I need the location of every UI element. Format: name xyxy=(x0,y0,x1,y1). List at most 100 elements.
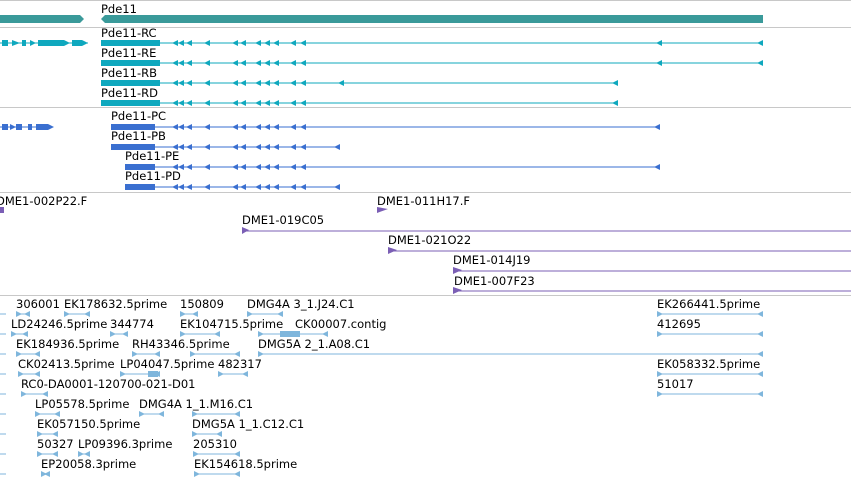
est-feature[interactable] xyxy=(41,471,50,477)
est-feature[interactable] xyxy=(218,371,248,377)
est-label[interactable]: EK057150.5prime xyxy=(37,417,141,431)
est-feature[interactable] xyxy=(16,311,30,317)
protein-pc[interactable] xyxy=(111,124,660,130)
clone-feature[interactable] xyxy=(242,227,851,234)
est-feature[interactable] xyxy=(18,371,40,377)
est-glyph-rows xyxy=(0,311,763,477)
est-label[interactable]: DMG5A 2_1.A08.C1 xyxy=(258,337,371,351)
est-feature[interactable] xyxy=(120,371,160,377)
est-feature[interactable] xyxy=(657,391,763,397)
est-feature[interactable] xyxy=(37,451,58,457)
protein-pe[interactable] xyxy=(125,164,660,170)
est-feature[interactable] xyxy=(37,431,58,437)
transcript-re[interactable] xyxy=(101,60,763,66)
est-label[interactable]: 205310 xyxy=(193,437,237,451)
est-label[interactable]: 482317 xyxy=(218,357,262,371)
transcript-label[interactable]: Pde11-RB xyxy=(101,66,157,80)
gene-label[interactable]: Pde11 xyxy=(101,2,137,16)
est-feature[interactable] xyxy=(132,351,160,357)
est-label[interactable]: EP20058.3prime xyxy=(41,457,137,471)
clone-feature[interactable] xyxy=(377,207,388,213)
est-feature[interactable] xyxy=(247,311,283,317)
est-label[interactable]: 412695 xyxy=(657,317,701,331)
est-feature[interactable] xyxy=(11,331,28,337)
track-separator xyxy=(0,27,851,28)
est-feature[interactable] xyxy=(110,331,128,337)
est-label[interactable]: LP09396.3prime xyxy=(78,437,173,451)
est-label[interactable]: EK154618.5prime xyxy=(194,457,298,471)
est-label[interactable]: LP05578.5prime xyxy=(35,397,130,411)
transcript-label[interactable]: Pde11-RC xyxy=(101,26,157,40)
transcript-glyph-rows xyxy=(101,40,763,106)
est-label[interactable]: EK058332.5prime xyxy=(657,357,761,371)
est-feature[interactable] xyxy=(180,331,220,337)
est-feature[interactable] xyxy=(194,471,240,477)
est-feature[interactable] xyxy=(35,411,60,417)
protein-pd[interactable] xyxy=(125,184,340,190)
est-feature[interactable] xyxy=(16,351,40,357)
transcript-protein-glyphs xyxy=(0,124,660,190)
clone-label[interactable]: DME1-021O22 xyxy=(388,233,472,247)
est-label[interactable]: DMG5A 1_1.C12.C1 xyxy=(192,417,305,431)
est-label[interactable]: EK178632.5prime xyxy=(64,297,168,311)
est-feature[interactable] xyxy=(64,311,90,317)
est-label[interactable]: 344774 xyxy=(110,317,154,331)
clone-label[interactable]: DME1-007F23 xyxy=(454,274,535,288)
est-label[interactable]: RC0-DA0001-120700-021-D01 xyxy=(21,377,196,391)
est-feature[interactable] xyxy=(657,311,763,317)
est-label[interactable]: 150809 xyxy=(180,297,224,311)
est-label[interactable]: LD24246.5prime xyxy=(11,317,108,331)
est-label[interactable]: DMG4A 1_1.M16.C1 xyxy=(139,397,254,411)
clone-label[interactable]: DME1-002P22.F xyxy=(0,194,88,208)
protein-label[interactable]: Pde11-PB xyxy=(111,129,166,143)
clone-label[interactable]: DME1-011H17.F xyxy=(377,194,471,208)
protein-label[interactable]: Pde11-PE xyxy=(125,149,180,163)
clone-label[interactable]: DME1-019C05 xyxy=(242,213,325,227)
est-label[interactable]: CK02413.5prime xyxy=(18,357,115,371)
est-label[interactable]: 306001 xyxy=(16,297,60,311)
est-label[interactable]: EK266441.5prime xyxy=(657,297,761,311)
est-label[interactable]: 50327 xyxy=(37,437,74,451)
protein-pb[interactable] xyxy=(111,144,340,150)
clone-feature[interactable] xyxy=(453,287,851,294)
est-feature[interactable] xyxy=(258,351,763,357)
gene-feature-left[interactable] xyxy=(0,15,84,23)
est-feature[interactable] xyxy=(193,451,240,457)
transcript-rd[interactable] xyxy=(101,100,618,106)
est-label[interactable]: LP04047.5prime xyxy=(120,357,215,371)
transcript-rna-glyphs xyxy=(0,40,763,106)
transcript-rb[interactable] xyxy=(101,80,618,86)
clone-track: DME1-002P22.F DME1-011H17.F DME1-019C05 … xyxy=(0,194,851,294)
est-feature[interactable] xyxy=(657,331,763,337)
est-label[interactable]: DMG4A 3_1.J24.C1 xyxy=(247,297,355,311)
protein-label[interactable]: Pde11-PC xyxy=(111,109,167,123)
transcript-label[interactable]: Pde11-RE xyxy=(101,46,157,60)
est-label[interactable]: CK00007.contig xyxy=(295,317,387,331)
est-feature[interactable] xyxy=(192,411,240,417)
est-feature[interactable] xyxy=(180,311,198,317)
est-label[interactable]: EK184936.5prime xyxy=(16,337,120,351)
protein-label[interactable]: Pde11-PD xyxy=(125,169,181,183)
est-feature[interactable] xyxy=(190,351,240,357)
transcript-glyph-left[interactable] xyxy=(0,40,88,46)
est-feature[interactable] xyxy=(657,371,763,377)
est-feature[interactable] xyxy=(21,391,48,397)
transcript-rc[interactable] xyxy=(101,40,763,46)
clone-label[interactable]: DME1-014J19 xyxy=(453,253,531,267)
est-feature[interactable] xyxy=(139,411,164,417)
clone-feature[interactable] xyxy=(453,267,851,274)
clone-feature[interactable] xyxy=(388,247,851,254)
est-label[interactable]: RH43346.5prime xyxy=(132,337,230,351)
est-label[interactable]: 51017 xyxy=(657,377,694,391)
est-label[interactable]: EK104715.5prime xyxy=(180,317,284,331)
est-feature[interactable] xyxy=(78,451,90,457)
protein-glyph-left[interactable] xyxy=(0,124,54,130)
clone-feature[interactable] xyxy=(0,207,4,213)
est-feature[interactable] xyxy=(258,331,328,337)
transcript-label[interactable]: Pde11-RD xyxy=(101,86,158,100)
est-feature[interactable] xyxy=(192,431,222,437)
gene-feature-pde11[interactable] xyxy=(101,15,763,23)
